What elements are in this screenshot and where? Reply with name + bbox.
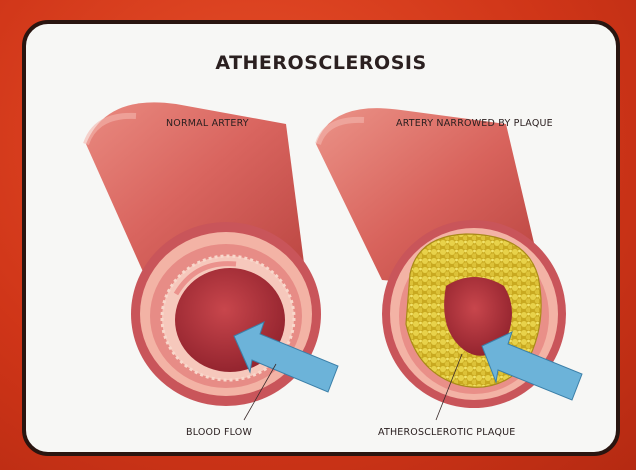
artery-illustration — [26, 24, 616, 452]
blood-flow-label: BLOOD FLOW — [186, 427, 252, 438]
diagram-panel: ATHEROSCLEROSIS — [22, 20, 620, 456]
normal-artery — [86, 102, 338, 420]
plaque-label: ATHEROSCLEROTIC PLAQUE — [378, 427, 516, 438]
narrowed-artery-label: ARTERY NARROWED BY PLAQUE — [396, 118, 553, 129]
normal-artery-label: NORMAL ARTERY — [166, 118, 249, 129]
narrowed-artery — [316, 108, 582, 420]
